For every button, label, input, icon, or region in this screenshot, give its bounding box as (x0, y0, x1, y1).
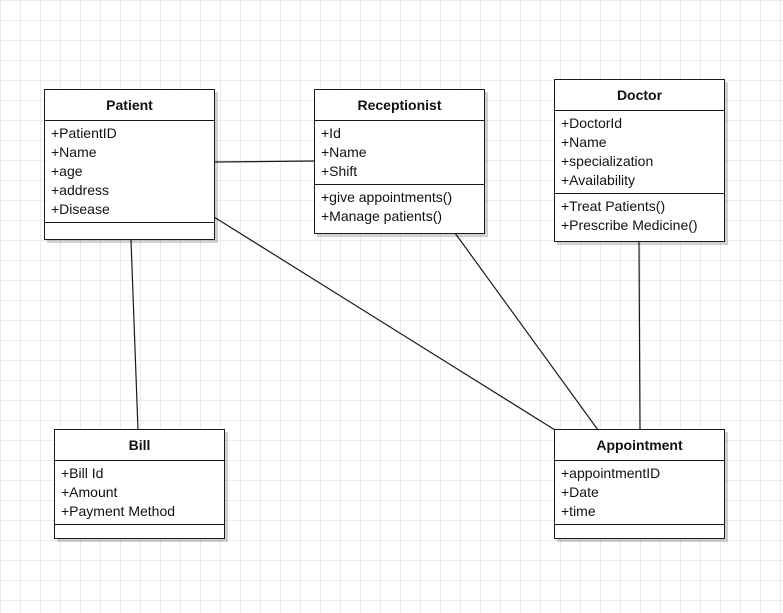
method: +Treat Patients() (561, 198, 666, 214)
attribute: +Name (561, 134, 607, 150)
attributes-section: +DoctorId +Name +specialization +Availab… (555, 111, 724, 194)
attribute: +Disease (51, 201, 110, 217)
method: +Prescribe Medicine() (561, 217, 698, 233)
attribute: +Bill Id (61, 465, 104, 481)
attribute: +PatientID (51, 125, 117, 141)
attribute: +Shift (321, 163, 358, 179)
association-receptionist-appointment[interactable] (454, 232, 599, 431)
class-title: Receptionist (315, 90, 484, 121)
attribute: +specialization (561, 153, 654, 169)
methods-section: +Treat Patients() +Prescribe Medicine() (555, 194, 724, 238)
attribute: +Payment Method (61, 503, 176, 519)
class-doctor[interactable]: Doctor +DoctorId +Name +specialization +… (554, 79, 725, 242)
class-patient[interactable]: Patient +PatientID +Name +age +address +… (44, 89, 215, 240)
attribute: +appointmentID (561, 465, 661, 481)
attribute: +Name (51, 144, 97, 160)
attribute: +Id (321, 125, 341, 141)
attributes-section: +Bill Id +Amount +Payment Method (55, 461, 224, 525)
class-title: Appointment (555, 430, 724, 461)
attributes-section: +appointmentID +Date +time (555, 461, 724, 525)
class-appointment[interactable]: Appointment +appointmentID +Date +time (554, 429, 725, 539)
attribute: +Name (321, 144, 367, 160)
attribute: +address (51, 182, 109, 198)
attribute: +age (51, 163, 83, 179)
method: +give appointments() (321, 189, 453, 205)
class-title: Bill (55, 430, 224, 461)
association-patient-bill[interactable] (130, 239, 139, 431)
association-patient-receptionist[interactable] (213, 160, 316, 163)
attributes-section: +PatientID +Name +age +address +Disease (45, 121, 214, 223)
class-bill[interactable]: Bill +Bill Id +Amount +Payment Method (54, 429, 225, 539)
association-patient-appointment[interactable] (213, 216, 556, 431)
attributes-section: +Id +Name +Shift (315, 121, 484, 185)
attribute: +Availability (561, 172, 636, 188)
association-doctor-appointment[interactable] (638, 241, 641, 431)
class-title: Patient (45, 90, 214, 121)
attribute: +Date (561, 484, 599, 500)
class-title: Doctor (555, 80, 724, 111)
methods-section: +give appointments() +Manage patients() (315, 185, 484, 229)
attribute: +DoctorId (561, 115, 623, 131)
attribute: +time (561, 503, 596, 519)
class-receptionist[interactable]: Receptionist +Id +Name +Shift +give appo… (314, 89, 485, 234)
attribute: +Amount (61, 484, 118, 500)
method: +Manage patients() (321, 208, 443, 224)
